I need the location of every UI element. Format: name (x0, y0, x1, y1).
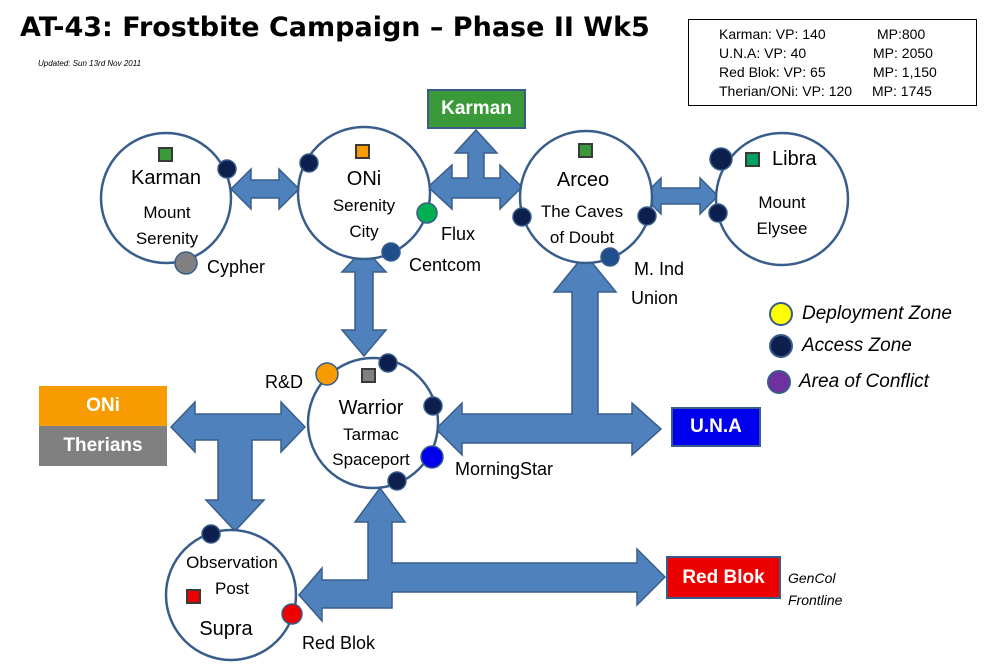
access-zone-swatch (769, 334, 793, 358)
stat-una-mp: MP: 2050 (873, 45, 933, 61)
spaceport-line1: Tarmac (343, 425, 399, 444)
circle-serenity-city (296, 125, 432, 261)
karman-flag (578, 143, 593, 158)
cypher-zone-marker (174, 251, 198, 275)
caves-owner: Arceo (556, 169, 610, 191)
red-blok-zone-marker (281, 603, 303, 625)
spaceport-line2: Spaceport (332, 450, 410, 469)
m-ind-zone-marker (600, 247, 620, 267)
legend-conflict-label: Area of Conflict (799, 371, 929, 392)
page-title: AT-43: Frostbite Campaign – Phase II Wk5 (20, 12, 650, 43)
oni-box: ONi (39, 386, 167, 426)
stats-panel: Karman: VP: 140 MP:800 U.N.A: VP: 40 MP:… (688, 19, 977, 106)
caves-line2: of Doubt (549, 228, 615, 247)
deployment-zone-swatch (769, 302, 793, 326)
access-zone-marker (217, 159, 237, 179)
access-zone-marker (378, 353, 398, 373)
oni-flag (355, 144, 370, 159)
una-box: U.N.A (671, 407, 761, 447)
zone-markers (174, 147, 733, 625)
centcom-zone-marker (381, 242, 401, 262)
serenity-city-line2: City (349, 222, 379, 241)
arrow-redblok-post (298, 486, 667, 623)
stat-redblok-vp: Red Blok: VP: 65 (719, 64, 826, 80)
m-ind-label: M. Ind (634, 259, 685, 279)
access-zone-marker (512, 207, 532, 227)
access-zone-marker (708, 203, 728, 223)
flux-zone-marker (416, 202, 438, 224)
circle-tarmac-spaceport (306, 356, 440, 490)
arrow-city-spaceport (340, 246, 388, 358)
union-label: Union (631, 288, 679, 308)
stat-therian-vp: Therian/ONi: VP: 120 (719, 83, 853, 99)
serenity-city-line1: Serenity (332, 196, 396, 215)
elysee-owner: Libra (772, 148, 817, 170)
mount-serenity-line2: Serenity (135, 229, 199, 248)
arrow-oni-spaceport (169, 400, 307, 533)
stat-karman-mp: MP:800 (877, 26, 926, 42)
therians-box: Therians (39, 426, 167, 466)
observation-owner: Supra (199, 618, 253, 640)
gencol-label: GenCol (788, 570, 836, 586)
arrow-spaceport-una (434, 252, 663, 457)
cypher-label: Cypher (207, 257, 266, 277)
access-zone-marker (637, 206, 657, 226)
arrow-caves-elysee (641, 176, 720, 216)
rnd-label: R&D (265, 372, 304, 392)
access-zone-marker (423, 396, 443, 416)
legend-markers (767, 302, 793, 394)
flux-label: Flux (441, 224, 476, 244)
observation-line1: Observation (186, 553, 278, 572)
legend-deployment-label: Deployment Zone (802, 303, 952, 324)
serenity-city-owner: ONi (346, 168, 382, 190)
updated-date: Updated: Sun 13rd Nov 2011 (38, 59, 142, 68)
karman-flag (745, 152, 760, 167)
access-zone-marker (709, 147, 733, 171)
arrow-karman-junction (426, 128, 524, 211)
red-blok-zone-label: Red Blok (302, 633, 376, 653)
redblok-box: Red Blok (666, 556, 781, 599)
circle-caves-of-doubt (518, 129, 654, 265)
morningstar-label: MorningStar (455, 459, 554, 479)
arrow-serenity-mount-city (229, 167, 301, 211)
location-circles (99, 125, 850, 662)
karman-flag (158, 147, 173, 162)
access-zone-marker (387, 471, 407, 491)
observation-line2: Post (214, 579, 250, 598)
access-zone-marker (201, 524, 221, 544)
access-zone-marker (299, 153, 319, 173)
spaceport-owner: Warrior (338, 397, 404, 419)
centcom-label: Centcom (409, 255, 482, 275)
mount-serenity-line1: Mount (143, 203, 191, 222)
stat-una-vp: U.N.A: VP: 40 (719, 45, 807, 61)
karman-box: Karman (427, 89, 526, 129)
circle-observation-post (164, 528, 298, 662)
stat-therian-mp: MP: 1745 (872, 83, 932, 99)
legend-access-label: Access Zone (802, 335, 912, 356)
caves-line1: The Caves (540, 202, 624, 221)
stat-karman-vp: Karman: VP: 140 (719, 26, 826, 42)
morningstar-zone-marker (420, 445, 444, 469)
circle-mount-serenity (99, 131, 233, 265)
area-of-conflict-swatch (767, 370, 791, 394)
rnd-zone-marker (315, 362, 339, 386)
mount-serenity-owner: Karman (130, 167, 202, 189)
elysee-line2: Elysee (756, 219, 808, 238)
therian-flag (361, 368, 376, 383)
elysee-line1: Mount (758, 193, 806, 212)
redblok-flag (186, 589, 201, 604)
frontline-label: Frontline (788, 592, 843, 608)
stat-redblok-mp: MP: 1,150 (873, 64, 937, 80)
connection-arrows (169, 128, 720, 623)
